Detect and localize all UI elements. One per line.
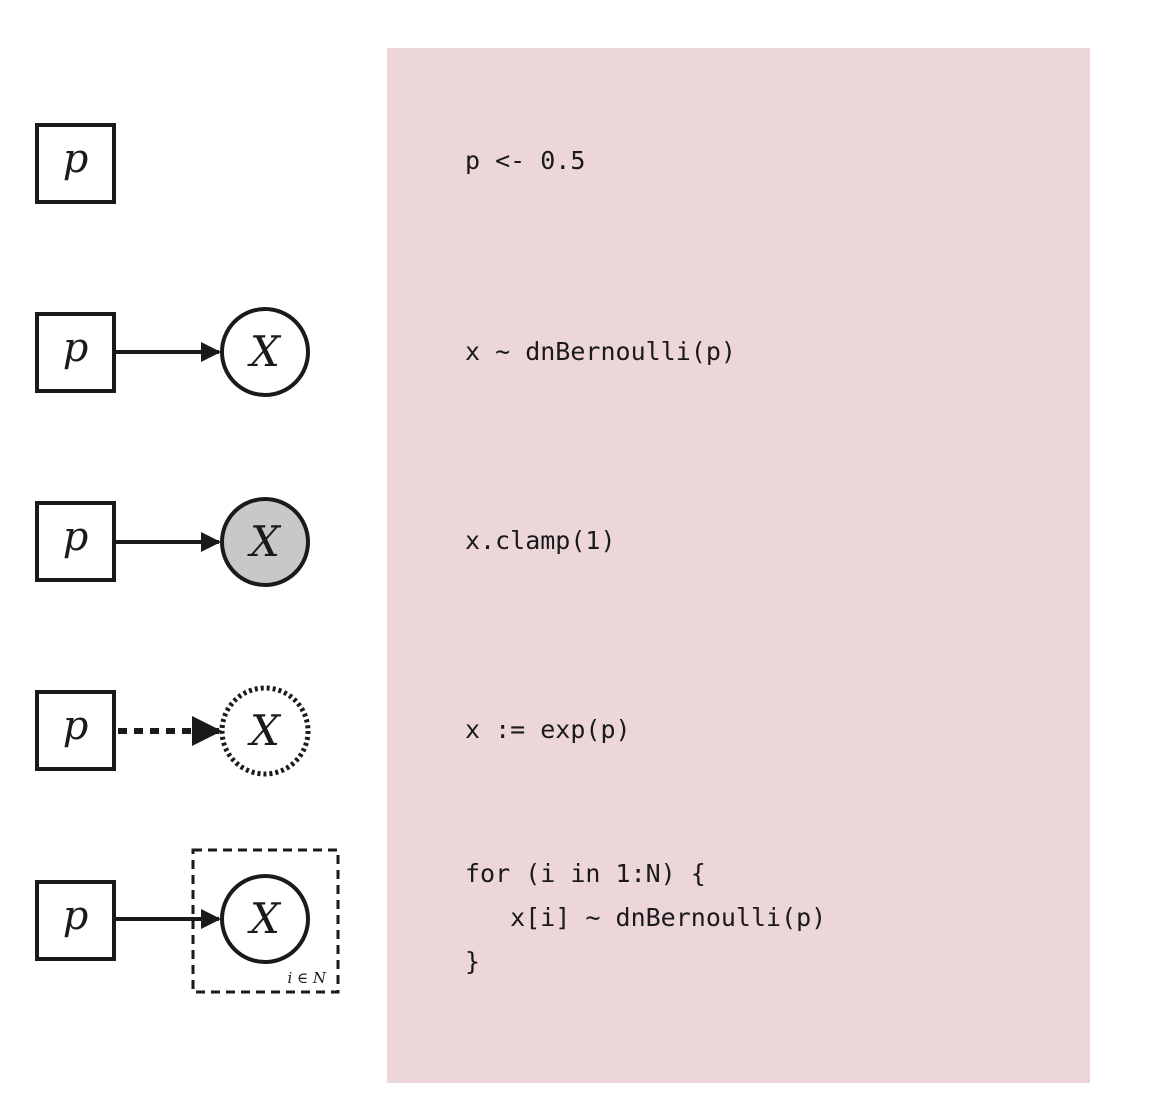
constant-node-label: p <box>63 136 89 182</box>
constant-node <box>35 123 116 204</box>
code-line-deterministic: x := exp(p) <box>465 715 631 744</box>
plate-label: i ∈ N <box>287 969 326 987</box>
code-line-loop-close: } <box>465 947 481 976</box>
deterministic-node-label: X <box>247 706 282 755</box>
constant-node <box>35 312 116 393</box>
row-4-graph: p X <box>35 685 311 777</box>
constant-node-label: p <box>63 703 89 749</box>
code-line-constant: p <- 0.5 <box>465 146 586 175</box>
constant-node <box>35 501 116 582</box>
constant-node <box>35 690 116 771</box>
constant-node <box>35 880 116 961</box>
stochastic-node <box>220 874 310 964</box>
stochastic-node <box>220 307 310 397</box>
row-2-graph: p X <box>35 307 310 397</box>
constant-node-label: p <box>63 325 89 371</box>
code-line-stochastic: x ∼ dnBernoulli(p) <box>465 337 736 366</box>
constant-node-label: p <box>63 893 89 939</box>
stochastic-node-label: X <box>247 327 282 376</box>
stochastic-node-label: X <box>247 894 282 943</box>
clamped-node-label: X <box>247 517 282 566</box>
constant-node-label: p <box>63 514 89 560</box>
code-panel: p <- 0.5 x ∼ dnBernoulli(p) x.clamp(1) x… <box>387 48 1090 1083</box>
deterministic-node <box>219 685 311 777</box>
row-1-graph: p <box>35 123 116 204</box>
clamped-node <box>220 497 310 587</box>
code-line-loop-body: x[i] ∼ dnBernoulli(p) <box>465 903 827 932</box>
row-5-graph: p X i ∈ N <box>35 848 340 994</box>
code-line-clamp: x.clamp(1) <box>465 526 616 555</box>
code-line-for-loop: for (i in 1:N) { <box>465 859 706 888</box>
row-3-graph: p X <box>35 497 310 587</box>
